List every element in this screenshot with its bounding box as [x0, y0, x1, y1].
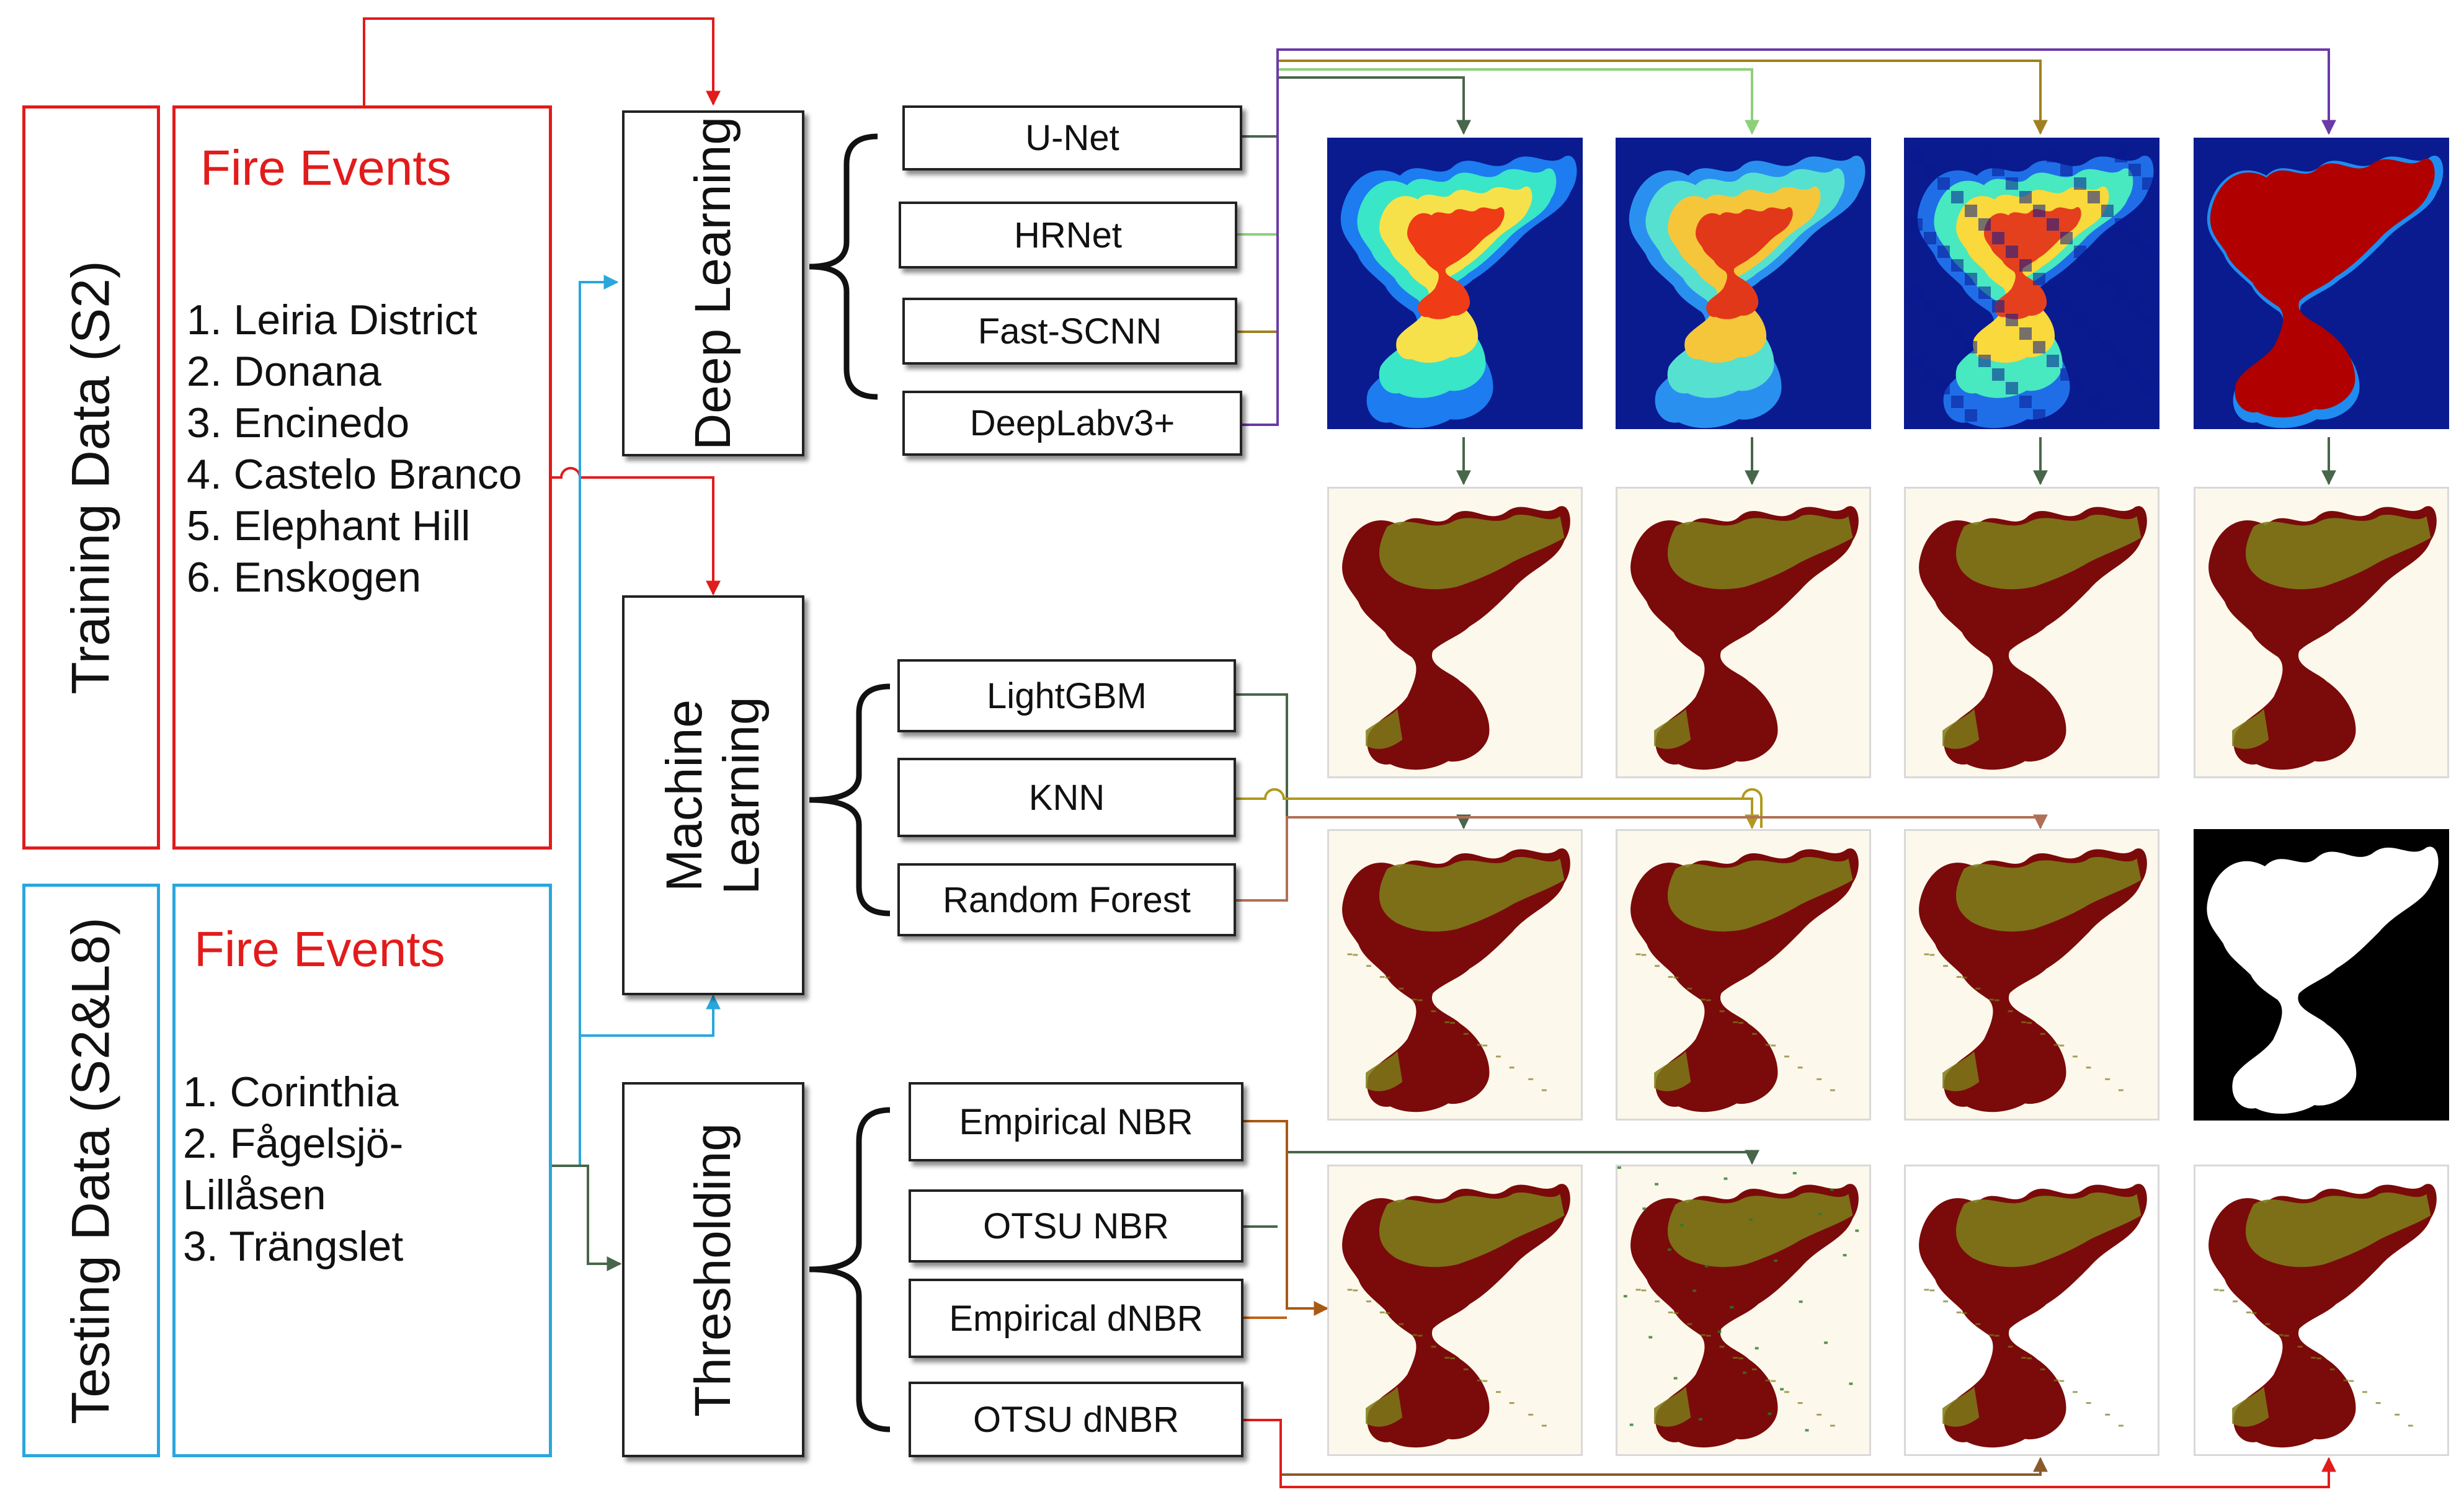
burn-map-panel [2194, 1165, 2449, 1456]
fire-event-item: 6. Enskogen [187, 554, 422, 601]
heatmap-deeplab [2194, 138, 2449, 429]
heatmap-fastscnn [1904, 138, 2159, 429]
hrnet-method-box: HRNet [899, 202, 1237, 269]
burn-map-panel [1616, 829, 1871, 1121]
heatmap-unet [1327, 138, 1583, 429]
training-data-label: Training Data (S2) [61, 260, 121, 695]
machine-learning-label: Machine Learning [656, 696, 770, 895]
fire-event-item: 5. Elephant Hill [187, 502, 471, 549]
deep-learning-label: Deep Learning [685, 117, 742, 450]
training-events-title: Fire Events [200, 140, 451, 195]
thresholding-box: Thresholding [622, 1082, 804, 1457]
burn-map-panel [1616, 1165, 1871, 1456]
deeplabv3-method-box: DeepLabv3+ [902, 391, 1242, 456]
burn-map-panel [1904, 829, 2159, 1121]
machine-learning-box: Machine Learning [622, 595, 804, 995]
machine-learning-brace [809, 683, 891, 917]
fire-event-item: 1. Leiria District [187, 296, 478, 344]
deep-learning-box: Deep Learning [622, 110, 804, 456]
fire-event-item: 1. Corinthia [183, 1068, 399, 1116]
burn-map-panel [1327, 829, 1583, 1121]
training-data-side-box: Training Data (S2) [22, 105, 160, 850]
empirical-nbr-method-box: Empirical NBR [909, 1082, 1243, 1161]
burn-map-panel [1904, 1165, 2159, 1456]
knn-method-box: KNN [897, 758, 1236, 837]
random-forest-method-box: Random Forest [897, 863, 1236, 936]
testing-events-title: Fire Events [194, 921, 445, 977]
burn-map-panel [1904, 487, 2159, 778]
fastscnn-method-box: Fast-SCNN [902, 298, 1237, 365]
testing-data-side-box: Testing Data (S2&L8) [22, 884, 160, 1457]
fire-event-item: 3. Encinedo [187, 399, 410, 446]
ground-truth-mask-panel [2194, 829, 2449, 1121]
fire-event-item: 2. Fågelsjö- Lillåsen [183, 1120, 404, 1219]
testing-data-label: Testing Data (S2&L8) [61, 917, 121, 1424]
fire-event-item: 2. Donana [187, 348, 381, 395]
deep-learning-brace [809, 133, 878, 400]
burn-map-panel [2194, 487, 2449, 778]
fire-event-item: 3. Trängslet [183, 1223, 404, 1270]
burn-map-panel [1327, 1165, 1583, 1456]
thresholding-label: Thresholding [685, 1122, 742, 1417]
fire-event-item: 4. Castelo Branco [187, 451, 522, 498]
thresholding-brace [809, 1107, 891, 1432]
burn-map-panel [1327, 487, 1583, 778]
otsu-nbr-method-box: OTSU NBR [909, 1189, 1243, 1263]
empirical-dnbr-method-box: Empirical dNBR [909, 1279, 1243, 1358]
burn-map-panel [1616, 487, 1871, 778]
unet-method-box: U-Net [902, 105, 1242, 171]
otsu-dnbr-method-box: OTSU dNBR [909, 1382, 1243, 1457]
heatmap-hrnet [1616, 138, 1871, 429]
lightgbm-method-box: LightGBM [897, 659, 1236, 732]
